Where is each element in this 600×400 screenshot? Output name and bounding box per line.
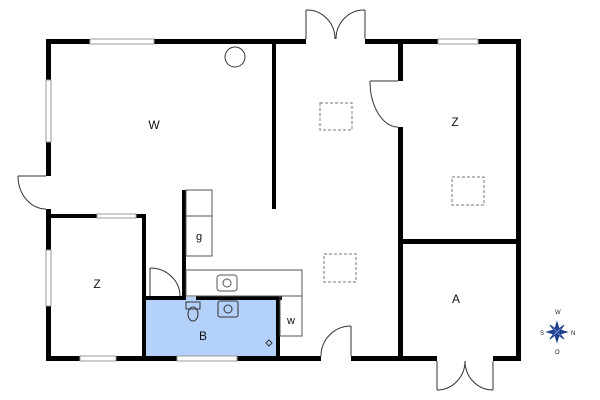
skylight-markers <box>319 102 485 283</box>
room-label-bedroom-right: Z <box>451 115 458 129</box>
compass-south-label: S <box>540 331 544 337</box>
room-label-utility: A <box>452 292 460 306</box>
room-label-closet-w: w <box>286 315 295 327</box>
room-label-bathroom: B <box>199 329 207 343</box>
bathroom-floor <box>146 297 278 356</box>
compass-east-label: O <box>555 350 560 356</box>
room-label-living: W <box>148 118 160 132</box>
exterior-walls <box>46 39 521 361</box>
room-label-bedroom-left: Z <box>93 277 100 291</box>
interior-walls <box>51 44 516 356</box>
compass-icon: N S W O <box>540 310 575 356</box>
doors <box>17 9 494 391</box>
stove-column <box>224 46 246 68</box>
windows <box>45 38 479 362</box>
kitchen-counters <box>185 189 303 337</box>
compass-north-label: N <box>571 331 575 337</box>
bathroom-fixtures <box>185 300 273 347</box>
compass-west-label: W <box>555 310 561 316</box>
room-label-closet-g: g <box>196 231 202 243</box>
